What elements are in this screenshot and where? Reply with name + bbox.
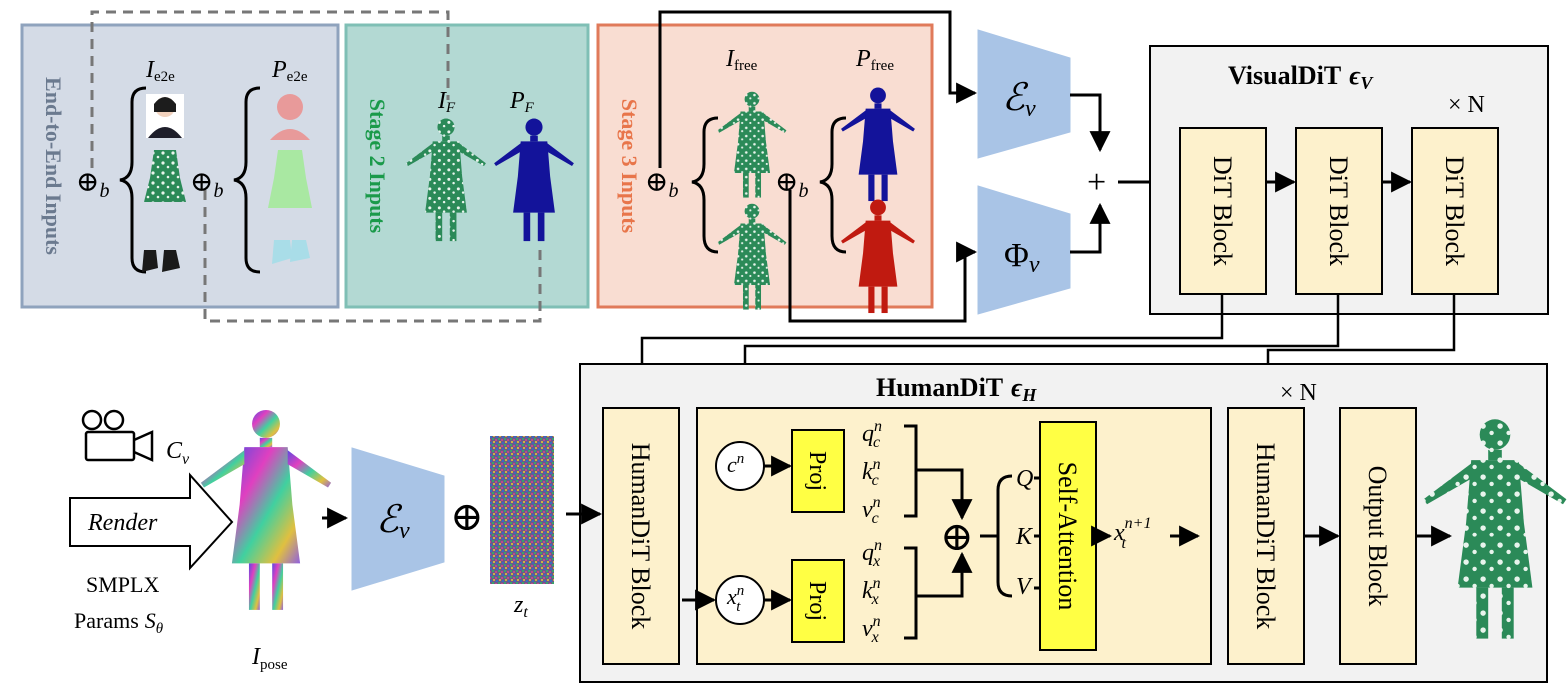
value-label: V	[1016, 574, 1033, 600]
svg-text:DiT Block: DiT Block	[1208, 156, 1237, 266]
e2e-parsing-concat-symbol: ⊕b	[190, 167, 223, 202]
smplx-label-line1: SMPLX	[86, 572, 159, 597]
svg-text:Self-Attention: Self-Attention	[1053, 462, 1082, 611]
svg-text:DiT Block: DiT Block	[1440, 156, 1469, 266]
svg-text:DiT Block: DiT Block	[1324, 156, 1353, 266]
stage2-contents: IF PF	[406, 88, 574, 242]
humandit-block-left: HumanDiT Block	[602, 407, 680, 665]
face-parsing	[270, 94, 310, 140]
e2e-parsing-label: Pe2e	[271, 57, 308, 85]
svg-text:vnx: vnx	[862, 613, 881, 646]
plus-sign: +	[1087, 164, 1106, 201]
stage2-parsing-label: PF	[509, 88, 535, 116]
e2e-image-label: Ie2e	[145, 57, 175, 85]
e2e-brace	[119, 86, 147, 274]
dress-parsing	[268, 150, 312, 208]
stage3-image-label: Ifree	[725, 46, 758, 74]
svg-text:HumanDiT Block: HumanDiT Block	[1251, 443, 1280, 630]
camera-encoder: Φv	[977, 185, 1071, 315]
svg-text:Proj: Proj	[804, 451, 830, 491]
face-image	[146, 94, 184, 138]
key-label: K	[1015, 524, 1034, 550]
stage2-title: Stage 2 Inputs	[365, 99, 390, 234]
stage3-parsing-label: Pfree	[855, 46, 894, 74]
stage3-title: Stage 3 Inputs	[617, 99, 642, 234]
query-label: Q	[1016, 466, 1033, 492]
dashed-connectors	[90, 10, 542, 323]
svg-text:Render: Render	[87, 510, 158, 536]
proj-top	[791, 429, 845, 513]
svg-text:knx: knx	[862, 575, 881, 608]
stage3-contents: Ifree Pfree ⊕b ⊕b	[645, 46, 915, 314]
input-connectors	[658, 10, 978, 323]
humandit-block-right: HumanDiT Block	[1227, 407, 1305, 665]
render-arrow: Render	[69, 472, 234, 571]
svg-text:qnc: qnc	[862, 418, 882, 451]
svg-text:xnt: xnt	[726, 583, 744, 615]
svg-text:ℰv: ℰv	[376, 499, 410, 544]
stage2-image-label: IF	[437, 88, 456, 116]
shoes-image	[142, 250, 180, 272]
pose-label: Ipose	[251, 644, 288, 673]
shoes-parsing	[272, 240, 310, 264]
camera-encoder-symbol: Φ	[1004, 237, 1029, 274]
svg-text:Proj: Proj	[804, 581, 830, 621]
dit-block-3: DiT Block	[1411, 127, 1499, 295]
svg-text:HumanDiT Block: HumanDiT Block	[626, 443, 655, 630]
e2e-parsing-brace	[233, 86, 261, 274]
svg-text:knc: knc	[862, 456, 881, 489]
stage2-inputs-panel: Stage 2 Inputs	[344, 23, 590, 309]
proj-bottom	[791, 559, 845, 643]
human-dit-repeat: × N	[1280, 380, 1317, 406]
noise-label: zt	[513, 592, 528, 621]
svg-text:Output Block: Output Block	[1363, 466, 1392, 607]
noise-latent	[490, 436, 554, 584]
visual-encoder-symbol: ℰ	[1002, 77, 1029, 119]
human-dit-title: HumanDiT	[876, 373, 1003, 402]
visual-dit-title: VisualDiT	[1228, 61, 1341, 90]
e2e-contents: Ie2e Pe2e ⊕b ⊕b	[76, 57, 312, 274]
stage3-parsing-brace	[819, 116, 847, 254]
e2e-concat-symbol: ⊕b	[76, 167, 109, 202]
svg-text:vnc: vnc	[862, 494, 881, 527]
svg-text:Φv: Φv	[1004, 237, 1040, 278]
dit-block-1: DiT Block	[1179, 127, 1267, 295]
stage3-brace	[691, 116, 719, 254]
stage3-concat-symbol: ⊕b	[645, 167, 678, 202]
dress-image	[144, 150, 186, 202]
svg-text:cn: cn	[727, 451, 744, 477]
visual-dit-repeat: × N	[1448, 92, 1485, 118]
camera-label: Cv	[166, 438, 190, 468]
stage3-parsing-concat-symbol: ⊕b	[775, 167, 808, 202]
visual-encoder-bottom: ℰv	[351, 447, 445, 591]
visual-encoder-top: ℰv	[977, 29, 1071, 159]
svg-text:qnx: qnx	[862, 537, 882, 570]
svg-text:ℰv: ℰv	[1002, 77, 1036, 122]
attention-concat-symbol: ⊕	[940, 514, 974, 559]
output-block: Output Block	[1339, 407, 1417, 665]
dit-block-2: DiT Block	[1295, 127, 1383, 295]
camera-icon	[81, 409, 154, 462]
noise-concat-symbol: ⊕	[450, 494, 484, 539]
e2e-title: End-to-End Inputs	[41, 77, 66, 255]
